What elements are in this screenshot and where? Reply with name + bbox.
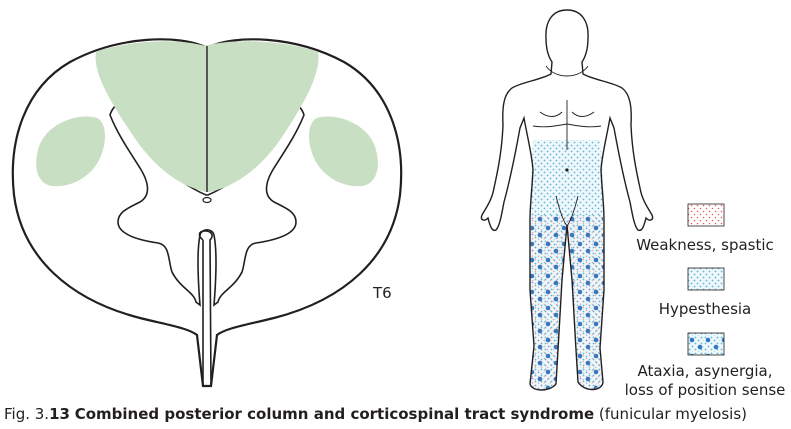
legend-label-weakness-line1: Weakness, spastic (636, 236, 774, 254)
figure-caption: Fig. 3.13 Combined posterior column and … (4, 404, 747, 424)
legend-label-weakness: Weakness, spastic (620, 236, 790, 255)
legend-label-ataxia: Ataxia, asynergia, loss of position sens… (620, 362, 790, 400)
spinal-cord-cross-section (13, 39, 401, 386)
legend-label-hypesthesia-line1: Hypesthesia (659, 300, 752, 318)
legend-label-ataxia-line1: Ataxia, asynergia, (620, 362, 790, 381)
legend-swatch-weakness (688, 204, 724, 226)
legend-swatch-ataxia (688, 333, 724, 355)
legend-label-hypesthesia: Hypesthesia (620, 300, 790, 319)
caption-prefix: Fig. 3. (4, 405, 49, 423)
spinal-level-label: T6 (372, 284, 392, 302)
caption-title: Combined posterior column and corticospi… (75, 405, 594, 423)
caption-suffix: (funicular myelosis) (599, 405, 747, 423)
navel (565, 168, 568, 171)
legend-label-ataxia-line2: loss of position sense (620, 381, 790, 400)
central-canal (203, 198, 211, 203)
body-figure (481, 10, 652, 390)
caption-number: 13 (49, 405, 70, 423)
legend (688, 204, 724, 355)
weakness-region (530, 215, 604, 390)
legend-swatch-hypesthesia (688, 268, 724, 290)
